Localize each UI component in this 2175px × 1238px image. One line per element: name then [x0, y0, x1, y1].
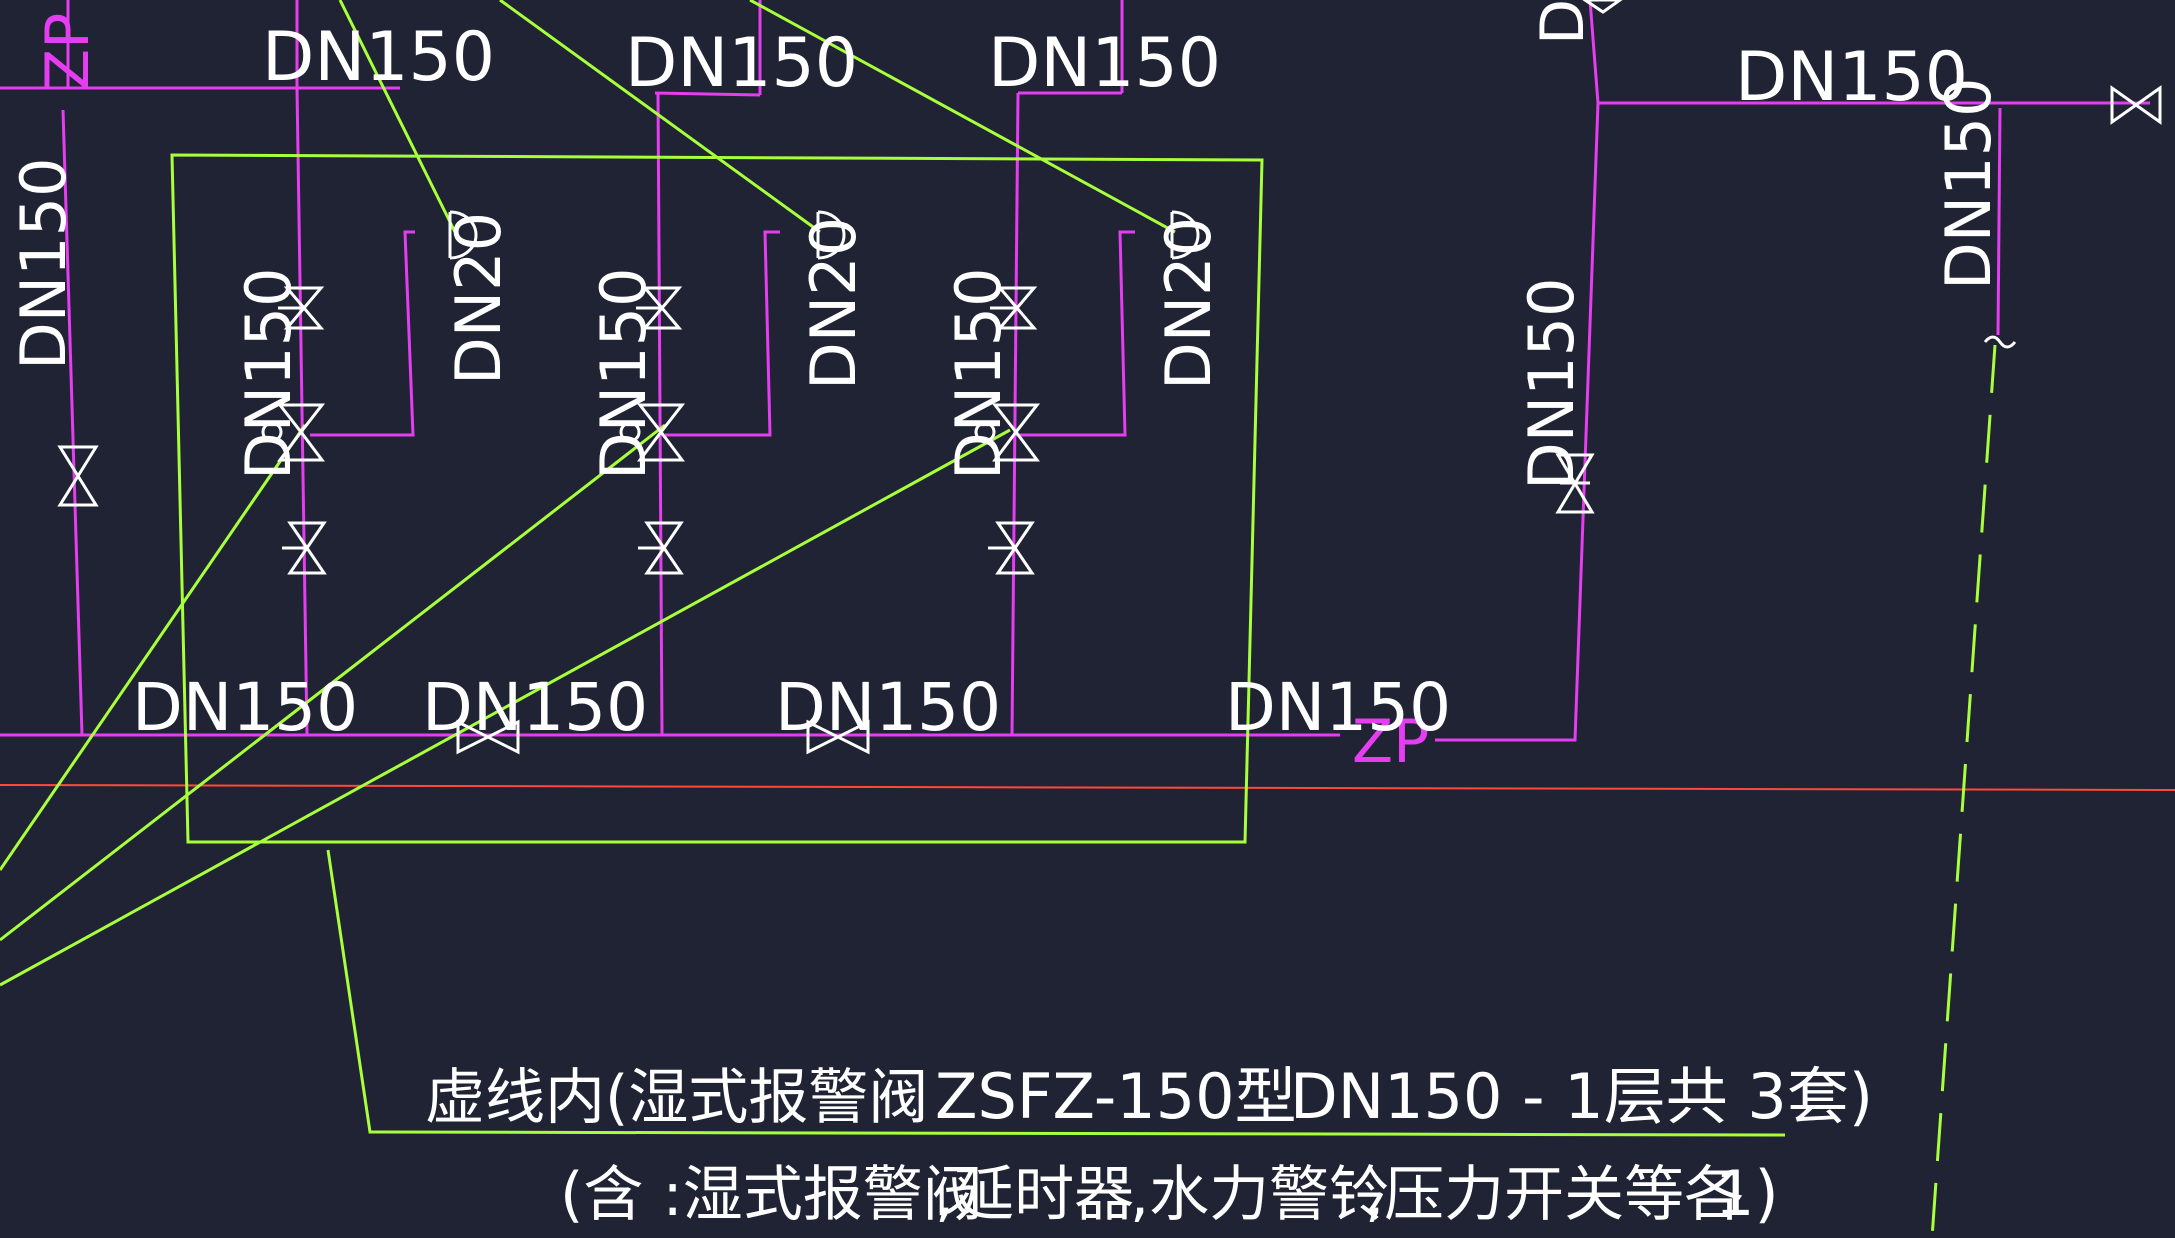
note-count: 1): [1715, 1157, 1779, 1230]
pipe-top-2: [654, 91, 761, 97]
dn150-label: DN150: [1225, 669, 1451, 746]
pipe-right-top-stub: [1588, 0, 1600, 104]
dn150-label: DN150: [1735, 38, 1968, 117]
pipe-riser-1: [295, 87, 309, 736]
pipe-dn20-branch-2: [665, 230, 780, 437]
zp-label-bottom: ZP: [1352, 707, 1429, 777]
leader-4: [0, 424, 307, 871]
pipe-right-riser: [1435, 102, 1600, 742]
gate-valve-icon[interactable]: [1582, 0, 1623, 14]
water-alarm-bell-icon[interactable]: [448, 210, 478, 260]
water-alarm-bell-icon[interactable]: [1170, 210, 1200, 260]
dn150-label: DN150: [7, 158, 80, 370]
note-spec: DN150 - 1层共 3套): [1290, 1060, 1873, 1133]
gate-valve-icon[interactable]: [988, 521, 1035, 575]
dn20-label: DN20: [797, 217, 870, 390]
butterfly-valve-icon[interactable]: [806, 719, 870, 755]
note-item: ,延时器: [935, 1160, 1134, 1230]
dn150-label: DN150: [422, 669, 648, 746]
note-item: ,压力开关等各: [1365, 1160, 1744, 1230]
annotation-lines: [0, 0, 1997, 1238]
dn150-label: DN150: [232, 268, 305, 480]
dn150-label-partial: DN150: [1528, 0, 1598, 45]
leader-2: [499, 0, 821, 234]
dn150-label: DN150: [262, 18, 495, 97]
pipe-dn20-branch-1: [310, 230, 415, 437]
dn150-label: DN150: [587, 268, 660, 480]
dn150-label: DN150: [625, 24, 858, 103]
note-line-2-prefix: (含 :湿式报警阀: [560, 1160, 983, 1230]
dn150-label: DN150: [1932, 78, 2005, 290]
leader-5: [0, 423, 666, 942]
baseline: [0, 784, 2175, 791]
gate-valve-icon[interactable]: [990, 286, 1038, 330]
dn150-label: DN150: [132, 669, 358, 746]
pipe-left-riser: [61, 109, 84, 736]
labels: ZP ZP DN150 DN150 DN150 DN150 DN150 DN15…: [7, 0, 2005, 1230]
gate-valve-icon[interactable]: [2110, 85, 2162, 125]
leader-1: [338, 0, 457, 233]
dn20-label: DN20: [1152, 217, 1225, 390]
butterfly-valve-icon[interactable]: [456, 719, 520, 755]
water-alarm-bell-icon[interactable]: [816, 210, 846, 260]
note-item: ,水力警铃: [1130, 1160, 1389, 1230]
note-model: ZSFZ-150型: [935, 1060, 1297, 1133]
valve-symbols: [57, 0, 2162, 755]
dashed-riser: [1930, 344, 1997, 1238]
gate-valve-icon[interactable]: [1555, 453, 1595, 514]
alarm-valve-icon[interactable]: [974, 403, 1041, 462]
note-line-1-title: 虚线内(湿式报警阀: [425, 1063, 928, 1133]
alarm-valve-boundary: [170, 153, 1264, 844]
dn150-label: DN150: [988, 24, 1221, 103]
zp-label-top-left: ZP: [33, 13, 103, 90]
gate-valve-icon[interactable]: [282, 521, 327, 575]
leader-6: [0, 428, 1011, 987]
alarm-valve-icon[interactable]: [619, 403, 686, 462]
pipe-far-right-riser: [1996, 107, 2002, 336]
gate-valve-icon[interactable]: [57, 445, 99, 507]
note-leader: [326, 849, 1786, 1137]
flexible-joint-icon: [1983, 335, 2017, 349]
alarm-valve-icon[interactable]: [261, 403, 326, 462]
gate-valve-icon[interactable]: [638, 521, 684, 575]
dn150-label: DN150: [942, 268, 1015, 480]
leader-3: [749, 0, 1176, 234]
gate-valve-icon[interactable]: [278, 286, 325, 330]
dn150-label: DN150: [775, 669, 1001, 746]
gate-valve-icon[interactable]: [636, 286, 683, 330]
pipe-dn20-branch-3: [1015, 230, 1135, 437]
pipe-riser-3: [1010, 92, 1020, 736]
dn20-label: DN20: [442, 212, 515, 385]
pipe-riser-2: [656, 92, 664, 736]
pipe-network: [0, 0, 2150, 742]
dn150-label: DN150: [1515, 278, 1588, 490]
